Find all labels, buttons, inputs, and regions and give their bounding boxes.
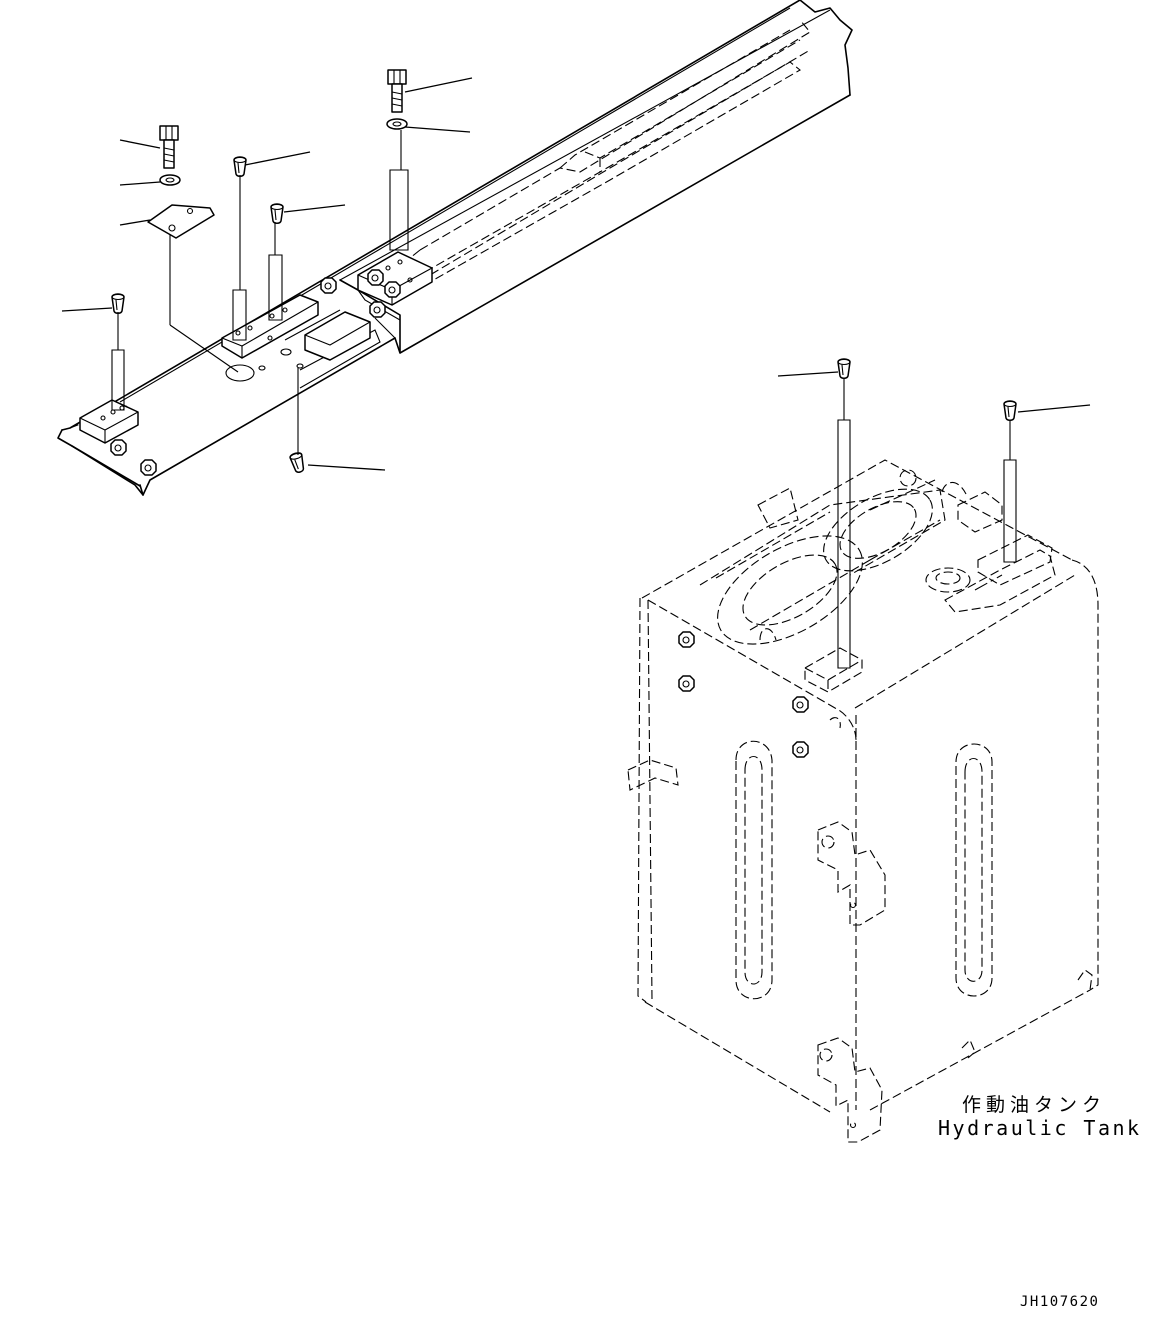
cushion-6 bbox=[1003, 400, 1091, 563]
mount-pad-rear bbox=[357, 251, 433, 306]
cushion-4 bbox=[288, 368, 386, 475]
cushion-2 bbox=[268, 203, 346, 321]
hydraulic-tank bbox=[627, 459, 1099, 1143]
mount-pad-front bbox=[79, 399, 157, 476]
cushion-5 bbox=[777, 358, 851, 669]
component-label-jp: 作動油タンク bbox=[962, 1094, 1107, 1116]
plate-a bbox=[119, 204, 239, 373]
frame-beam bbox=[57, 0, 853, 496]
bolt-a bbox=[119, 125, 179, 169]
mount-pad-center bbox=[221, 277, 386, 382]
bolt-b bbox=[387, 69, 473, 113]
cushion-3 bbox=[61, 293, 125, 411]
washer-a bbox=[119, 174, 181, 186]
cushion-1 bbox=[232, 151, 311, 341]
drawing-number: JH107620 bbox=[1020, 1294, 1100, 1310]
washer-b bbox=[386, 118, 471, 251]
component-label-en: Hydraulic Tank bbox=[938, 1116, 1142, 1140]
